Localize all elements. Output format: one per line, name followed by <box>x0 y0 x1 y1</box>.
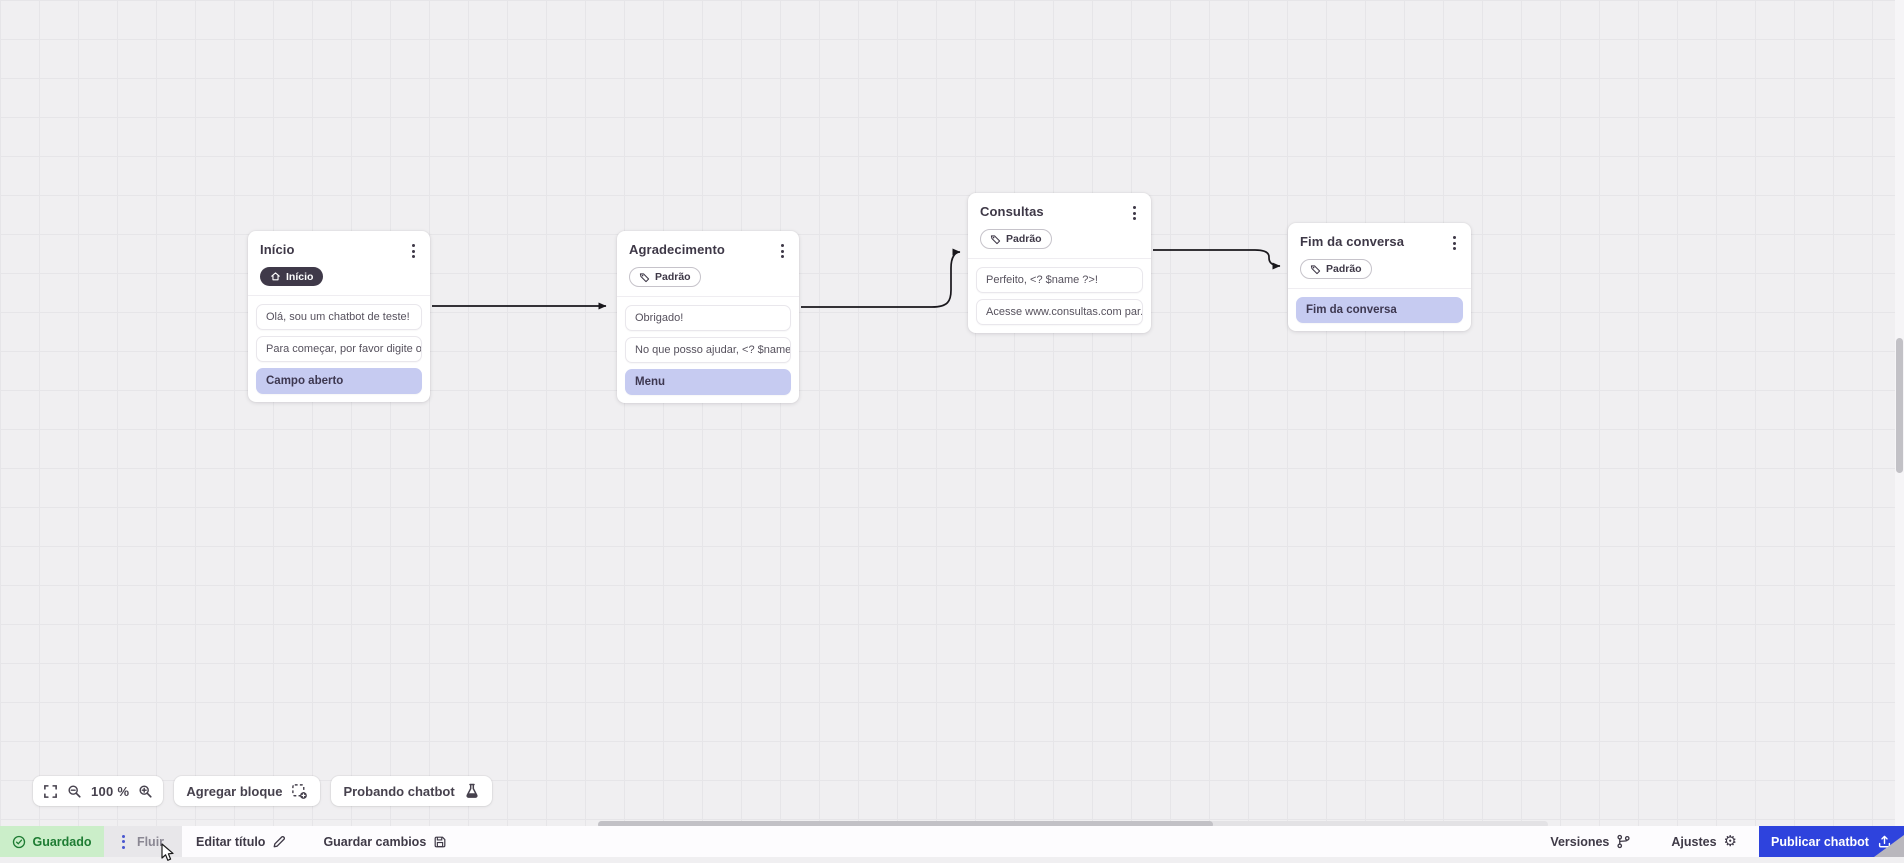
vertical-scrollbar-thumb[interactable] <box>1896 338 1903 473</box>
node-title: Consultas <box>980 204 1044 219</box>
node-fim-da-conversa[interactable]: Fim da conversa Padrão Fim da conversa <box>1288 223 1471 331</box>
upload-icon <box>1877 834 1892 849</box>
flow-canvas[interactable]: Início Início Olá, sou um chatbot de tes… <box>0 0 1904 826</box>
node-title: Agradecimento <box>629 242 725 257</box>
message-card[interactable]: Obrigado! <box>625 305 791 331</box>
node-header: Consultas Padrão <box>968 193 1151 259</box>
node-menu-icon[interactable] <box>1130 204 1139 222</box>
edit-title-button[interactable]: Editar título <box>196 826 287 857</box>
type-badge: Padrão <box>980 229 1052 249</box>
start-badge: Início <box>260 267 323 286</box>
publish-chatbot-button[interactable]: Publicar chatbot <box>1759 826 1904 857</box>
message-card[interactable]: Olá, sou um chatbot de teste! <box>256 304 422 330</box>
node-title: Início <box>260 242 295 257</box>
zoom-controls: 100 % <box>33 776 163 806</box>
tag-icon <box>639 272 650 283</box>
zoom-in-icon[interactable] <box>138 784 153 799</box>
node-header: Fim da conversa Padrão <box>1288 223 1471 289</box>
save-icon <box>433 835 447 849</box>
fit-screen-icon[interactable] <box>43 784 58 799</box>
add-block-button[interactable]: Agregar bloque <box>174 776 320 806</box>
tag-icon <box>1310 264 1321 275</box>
node-menu-icon[interactable] <box>778 242 787 260</box>
branch-icon <box>1616 834 1631 849</box>
message-card[interactable]: Para começar, por favor digite o ... <box>256 336 422 362</box>
more-options-icon[interactable] <box>122 835 125 849</box>
node-menu-icon[interactable] <box>1450 234 1459 252</box>
pencil-icon <box>272 834 287 849</box>
home-icon <box>270 271 281 282</box>
versions-button[interactable]: Versiones <box>1550 826 1631 857</box>
save-changes-button[interactable]: Guardar cambios <box>323 826 447 857</box>
message-card[interactable]: Acesse www.consultas.com par... <box>976 299 1143 325</box>
add-block-icon <box>291 783 308 800</box>
settings-button[interactable]: Ajustes ⚙ <box>1671 826 1737 857</box>
input-card[interactable]: Menu <box>625 369 791 395</box>
message-card[interactable]: Perfeito, <? $name ?>! <box>976 267 1143 293</box>
footer-spacer <box>447 826 1550 857</box>
node-consultas[interactable]: Consultas Padrão Perfeito, <? $name ?>! … <box>968 193 1151 333</box>
test-chatbot-button[interactable]: Probando chatbot <box>331 776 491 806</box>
node-header: Agradecimento Padrão <box>617 231 799 297</box>
node-header: Início Início <box>248 231 430 296</box>
node-title: Fim da conversa <box>1300 234 1404 249</box>
type-badge: Padrão <box>1300 259 1372 279</box>
message-card[interactable]: No que posso ajudar, <? $name ... <box>625 337 791 363</box>
node-agradecimento[interactable]: Agradecimento Padrão Obrigado! No que po… <box>617 231 799 403</box>
bottom-bar: Guardado Fluir Editar título Guardar cam… <box>0 826 1904 857</box>
flask-icon <box>464 783 480 799</box>
end-card[interactable]: Fim da conversa <box>1296 297 1463 323</box>
node-inicio[interactable]: Início Início Olá, sou um chatbot de tes… <box>248 231 430 402</box>
input-card[interactable]: Campo aberto <box>256 368 422 394</box>
type-badge: Padrão <box>629 267 701 287</box>
zoom-out-icon[interactable] <box>67 784 82 799</box>
flow-tab[interactable]: Fluir <box>104 826 182 857</box>
gear-icon: ⚙ <box>1724 834 1737 849</box>
check-circle-icon <box>12 835 26 849</box>
tag-icon <box>990 234 1001 245</box>
canvas-toolbar: 100 % Agregar bloque Probando chatbot <box>33 776 492 806</box>
node-connections <box>0 0 1904 826</box>
saved-status-badge: Guardado <box>0 826 104 857</box>
node-menu-icon[interactable] <box>409 242 418 260</box>
zoom-level: 100 % <box>91 784 129 799</box>
flow-tab-label: Fluir <box>137 835 164 849</box>
